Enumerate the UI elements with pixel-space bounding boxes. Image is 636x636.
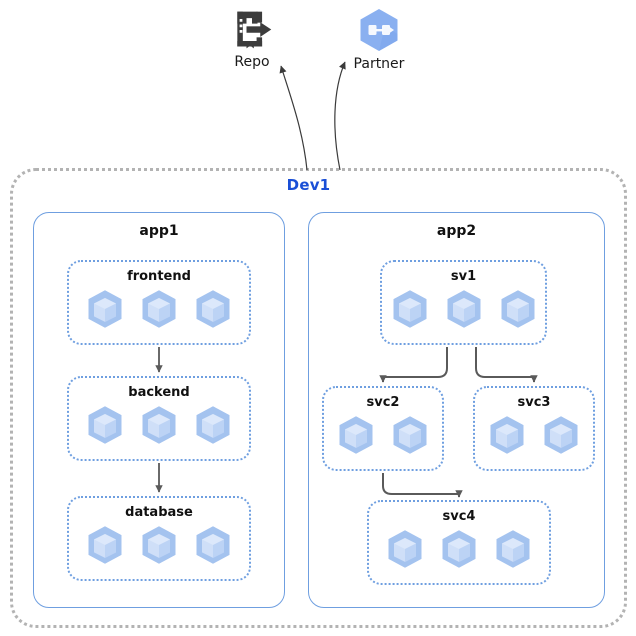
application-box-app1[interactable]: app1 — [33, 212, 285, 608]
pod-icon — [496, 530, 530, 568]
pod-icon — [447, 290, 480, 328]
service-box-database[interactable]: database — [67, 496, 251, 581]
pod-group-database — [69, 523, 249, 567]
edge-dev1-repo — [279, 65, 308, 171]
pod-icon — [339, 416, 373, 454]
pod-icon — [88, 526, 122, 564]
pod-icon — [142, 290, 176, 328]
service-box-backend[interactable]: backend — [67, 376, 251, 461]
pod-icon — [442, 530, 476, 568]
service-title-svc3: svc3 — [517, 395, 551, 410]
pod-icon — [393, 290, 426, 328]
partner-hexagon-icon — [360, 9, 398, 51]
pod-icon — [142, 526, 176, 564]
pod-group-svc3 — [475, 413, 593, 457]
service-title-frontend: frontend — [127, 269, 191, 284]
pod-icon — [142, 406, 176, 444]
pod-group-frontend — [69, 287, 249, 331]
environment-title: Dev1 — [286, 176, 331, 194]
pod-icon — [388, 530, 422, 568]
service-title-sv1: sv1 — [450, 269, 477, 284]
pod-group-svc4 — [369, 527, 549, 571]
edge-dev1-partner — [334, 61, 346, 171]
pod-icon — [393, 416, 427, 454]
application-title-app2: app2 — [436, 223, 477, 239]
external-node-repo-label: Repo — [234, 54, 270, 70]
service-box-svc3[interactable]: svc3 — [473, 386, 595, 471]
service-title-svc4: svc4 — [442, 509, 476, 524]
service-box-svc2[interactable]: svc2 — [322, 386, 444, 471]
application-title-app1: app1 — [139, 223, 179, 239]
service-box-sv1[interactable]: sv1 — [380, 260, 547, 345]
external-node-partner-label: Partner — [353, 56, 405, 72]
pod-icon — [196, 526, 230, 564]
pod-group-sv1 — [382, 287, 545, 331]
pod-group-svc2 — [324, 413, 442, 457]
service-title-backend: backend — [128, 385, 190, 400]
pod-icon — [196, 406, 230, 444]
service-title-database: database — [125, 505, 193, 520]
pod-icon — [88, 406, 122, 444]
source-repository-icon — [237, 11, 272, 49]
service-box-svc4[interactable]: svc4 — [367, 500, 551, 585]
service-title-svc2: svc2 — [366, 395, 400, 410]
application-box-app2[interactable]: app2 — [308, 212, 605, 608]
pod-group-backend — [69, 403, 249, 447]
service-box-frontend[interactable]: frontend — [67, 260, 251, 345]
pod-icon — [490, 416, 524, 454]
pod-icon — [196, 290, 230, 328]
pod-icon — [501, 290, 534, 328]
external-node-partner[interactable]: Partner — [324, 6, 434, 72]
pod-icon — [88, 290, 122, 328]
external-node-repo[interactable]: Repo — [197, 8, 307, 70]
environment-box-dev1 — [10, 168, 627, 628]
pod-icon — [544, 416, 578, 454]
